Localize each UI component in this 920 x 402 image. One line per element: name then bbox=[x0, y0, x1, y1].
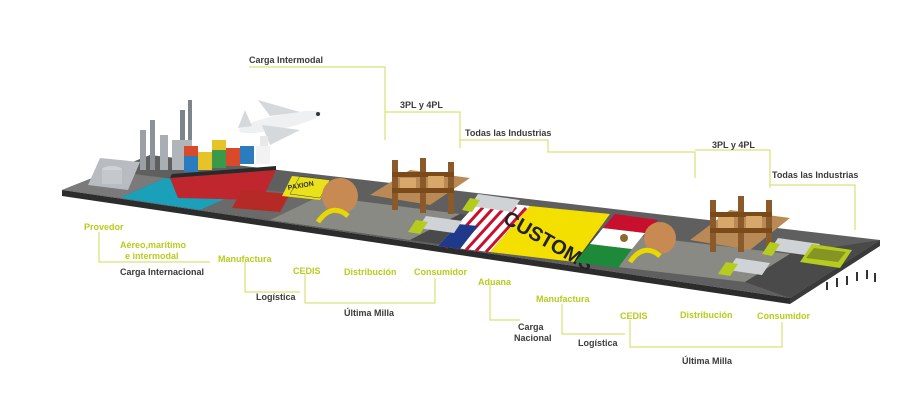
label-logistica-2: Logística bbox=[578, 338, 619, 348]
label-logistica-1: Logística bbox=[256, 292, 297, 302]
train-text: PAXION bbox=[287, 181, 314, 192]
label-todas-industrias-1: Todas las Industrias bbox=[465, 128, 551, 138]
label-cedis-2: CEDIS bbox=[620, 311, 648, 321]
label-ultima-milla-1: Última Milla bbox=[344, 307, 395, 318]
warehouse-right bbox=[627, 196, 790, 264]
warehouse-left bbox=[315, 158, 470, 224]
people bbox=[826, 270, 876, 290]
label-carga-internacional: Carga Internacional bbox=[120, 267, 204, 277]
label-carga-nacional-2: Nacional bbox=[514, 333, 552, 343]
label-3pl-4pl-1: 3PL y 4PL bbox=[400, 100, 443, 110]
label-3pl-4pl-2: 3PL y 4PL bbox=[712, 140, 755, 150]
leader-lines-bottom bbox=[98, 232, 783, 348]
label-carga-intermodal: Carga Intermodal bbox=[249, 55, 323, 65]
trucks-left bbox=[408, 194, 520, 234]
label-provedor: Provedor bbox=[84, 222, 124, 232]
trucks-right bbox=[718, 238, 852, 276]
label-distribucion-1: Distribución bbox=[344, 267, 397, 277]
label-distribucion-2: Distribución bbox=[680, 310, 733, 320]
label-consumidor-2: Consumidor bbox=[757, 311, 810, 321]
bus bbox=[800, 244, 852, 268]
leader-lines-top bbox=[249, 66, 856, 230]
refinery bbox=[88, 100, 192, 190]
label-ultima-milla-2: Última Milla bbox=[682, 355, 733, 366]
customs-field bbox=[490, 206, 610, 262]
labels: Carga Intermodal 3PL y 4PL Todas las Ind… bbox=[84, 55, 858, 366]
label-aduana: Aduana bbox=[478, 277, 512, 287]
label-todas-industrias-2: Todas las Industrias bbox=[772, 170, 858, 180]
container-ship bbox=[170, 136, 276, 200]
label-consumidor-1: Consumidor bbox=[414, 267, 467, 277]
freight-train: PAXION bbox=[232, 175, 331, 212]
label-cedis-1: CEDIS bbox=[293, 266, 321, 276]
label-manufactura-1: Manufactura bbox=[218, 254, 273, 264]
airplane bbox=[238, 100, 322, 145]
label-aereo-1: Aéreo,marítimo bbox=[120, 240, 187, 250]
label-carga-nacional-1: Carga bbox=[518, 322, 545, 332]
label-aereo-2: e intermodal bbox=[125, 251, 179, 261]
label-manufactura-2: Manufactura bbox=[536, 294, 591, 304]
